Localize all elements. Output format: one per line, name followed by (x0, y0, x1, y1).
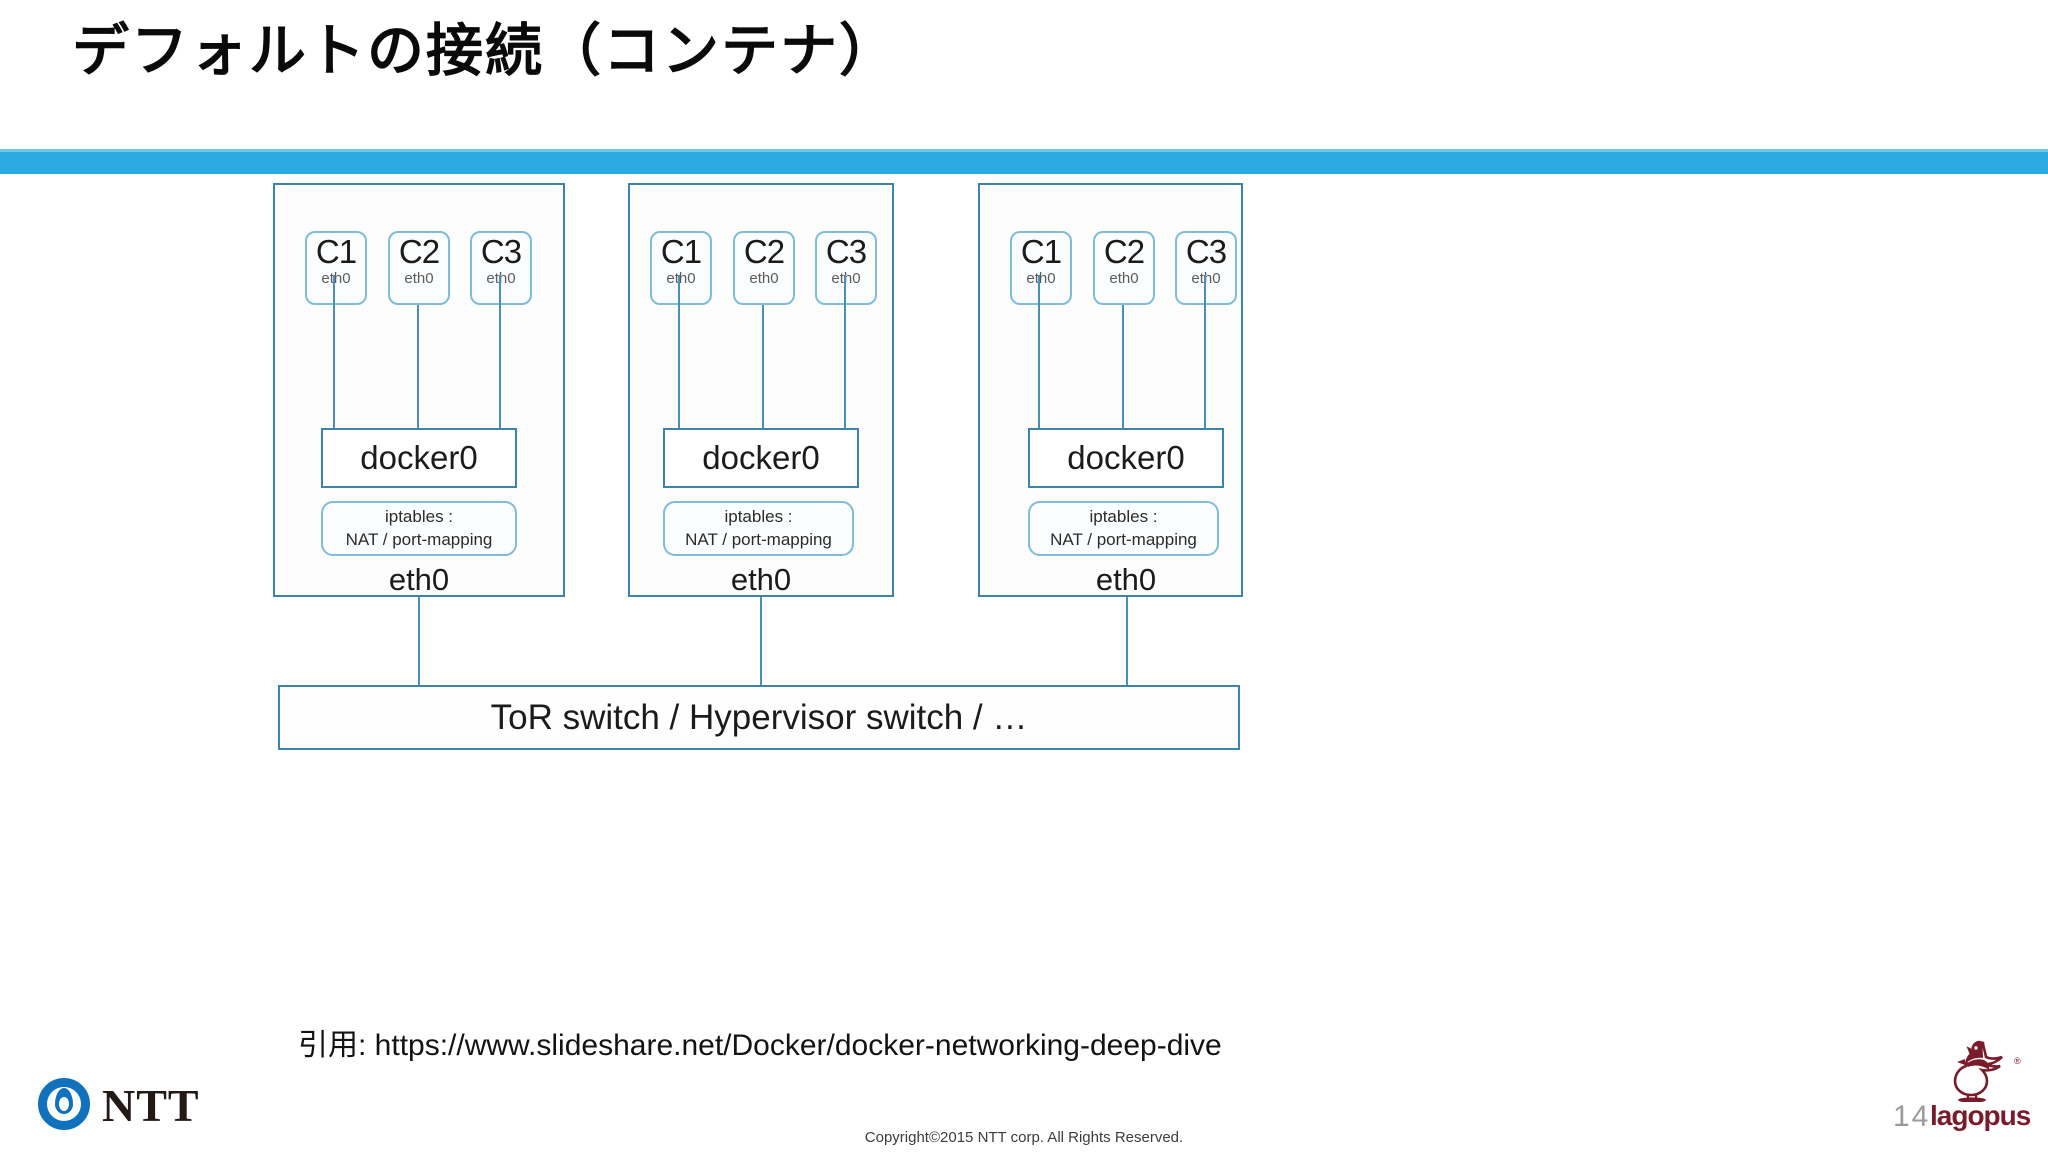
container-box-2-1: C1 eth0 (650, 231, 712, 305)
container-name: C2 (743, 233, 785, 270)
container-name: C1 (315, 233, 357, 270)
link-container-2-2-to-bridge (762, 305, 764, 430)
link-container-3-2-to-bridge (1122, 305, 1124, 430)
container-eth-label: eth0 (749, 269, 779, 287)
ntt-logo: NTT (38, 1078, 238, 1134)
lagopus-logo: ® lagopus (1930, 1040, 2031, 1138)
registered-trademark-icon: ® (2014, 1056, 2021, 1066)
container-box-3-1: C1 eth0 (1010, 231, 1072, 305)
container-box-2-3: C3 eth0 (815, 231, 877, 305)
bridge-label: docker0 (1067, 439, 1185, 476)
tor-switch-label: ToR switch / Hypervisor switch / … (490, 697, 1028, 737)
accent-bar-highlight (0, 149, 2048, 152)
host-nic-label-1: eth0 (388, 562, 450, 597)
iptables-box-3: iptables : NAT / port-mapping (1028, 501, 1219, 556)
container-eth-label: eth0 (666, 269, 696, 287)
link-container-3-3-to-bridge (1204, 275, 1206, 430)
iptables-title: iptables : (384, 506, 454, 526)
container-eth-label: eth0 (1026, 269, 1056, 287)
tor-switch-box: ToR switch / Hypervisor switch / … (278, 685, 1240, 750)
ntt-wordmark: NTT (102, 1080, 200, 1131)
iptables-title: iptables : (724, 506, 793, 526)
container-eth-label: eth0 (321, 269, 351, 287)
bridge-box-1: docker0 (321, 428, 517, 488)
iptables-detail: NAT / port-mapping (345, 529, 493, 549)
lagopus-bird-icon (1953, 1040, 2003, 1102)
ntt-circle-icon (38, 1078, 90, 1130)
container-name: C3 (825, 233, 867, 270)
container-name: C3 (480, 233, 522, 270)
container-box-1-1: C1 eth0 (305, 231, 367, 305)
link-container-2-1-to-bridge (678, 275, 680, 430)
link-host-2-to-switch (760, 597, 762, 685)
link-container-3-1-to-bridge (1038, 275, 1040, 430)
container-box-1-3: C3 eth0 (470, 231, 532, 305)
link-container-1-2-to-bridge (417, 305, 419, 430)
accent-bar (0, 152, 2048, 174)
iptables-detail: NAT / port-mapping (685, 529, 832, 549)
iptables-box-2: iptables : NAT / port-mapping (663, 501, 854, 556)
container-eth-label: eth0 (1109, 269, 1139, 287)
container-name: C1 (1020, 233, 1062, 270)
container-box-3-2: C2 eth0 (1093, 231, 1155, 305)
bridge-box-2: docker0 (663, 428, 859, 488)
iptables-box-1: iptables : NAT / port-mapping (321, 501, 517, 556)
ntt-loop-icon (55, 1088, 73, 1114)
container-name: C2 (398, 233, 440, 270)
host-nic-label-3: eth0 (1095, 562, 1157, 597)
link-container-2-3-to-bridge (844, 275, 846, 430)
container-eth-label: eth0 (404, 269, 434, 287)
container-name: C3 (1185, 233, 1227, 270)
page-number: 14 (1893, 1100, 1931, 1133)
link-container-1-3-to-bridge (499, 275, 501, 430)
link-host-1-to-switch (418, 597, 420, 685)
bridge-label: docker0 (360, 439, 478, 476)
container-name: C1 (660, 233, 702, 270)
host-nic-label-2: eth0 (730, 562, 792, 597)
link-container-1-1-to-bridge (333, 275, 335, 430)
container-box-2-2: C2 eth0 (733, 231, 795, 305)
link-host-3-to-switch (1126, 597, 1128, 685)
iptables-detail: NAT / port-mapping (1050, 529, 1197, 549)
container-name: C2 (1103, 233, 1145, 270)
bridge-box-3: docker0 (1028, 428, 1224, 488)
bridge-label: docker0 (702, 439, 820, 476)
container-box-3-3: C3 eth0 (1175, 231, 1237, 305)
citation-text: 引用: https://www.slideshare.net/Docker/do… (298, 1029, 1222, 1062)
page-title: デフォルトの接続（コンテナ） (72, 19, 898, 83)
container-box-1-2: C2 eth0 (388, 231, 450, 305)
lagopus-wordmark: lagopus (1930, 1100, 2031, 1131)
iptables-title: iptables : (1089, 506, 1158, 526)
copyright-text: Copyright©2015 NTT corp. All Rights Rese… (864, 1129, 1184, 1146)
